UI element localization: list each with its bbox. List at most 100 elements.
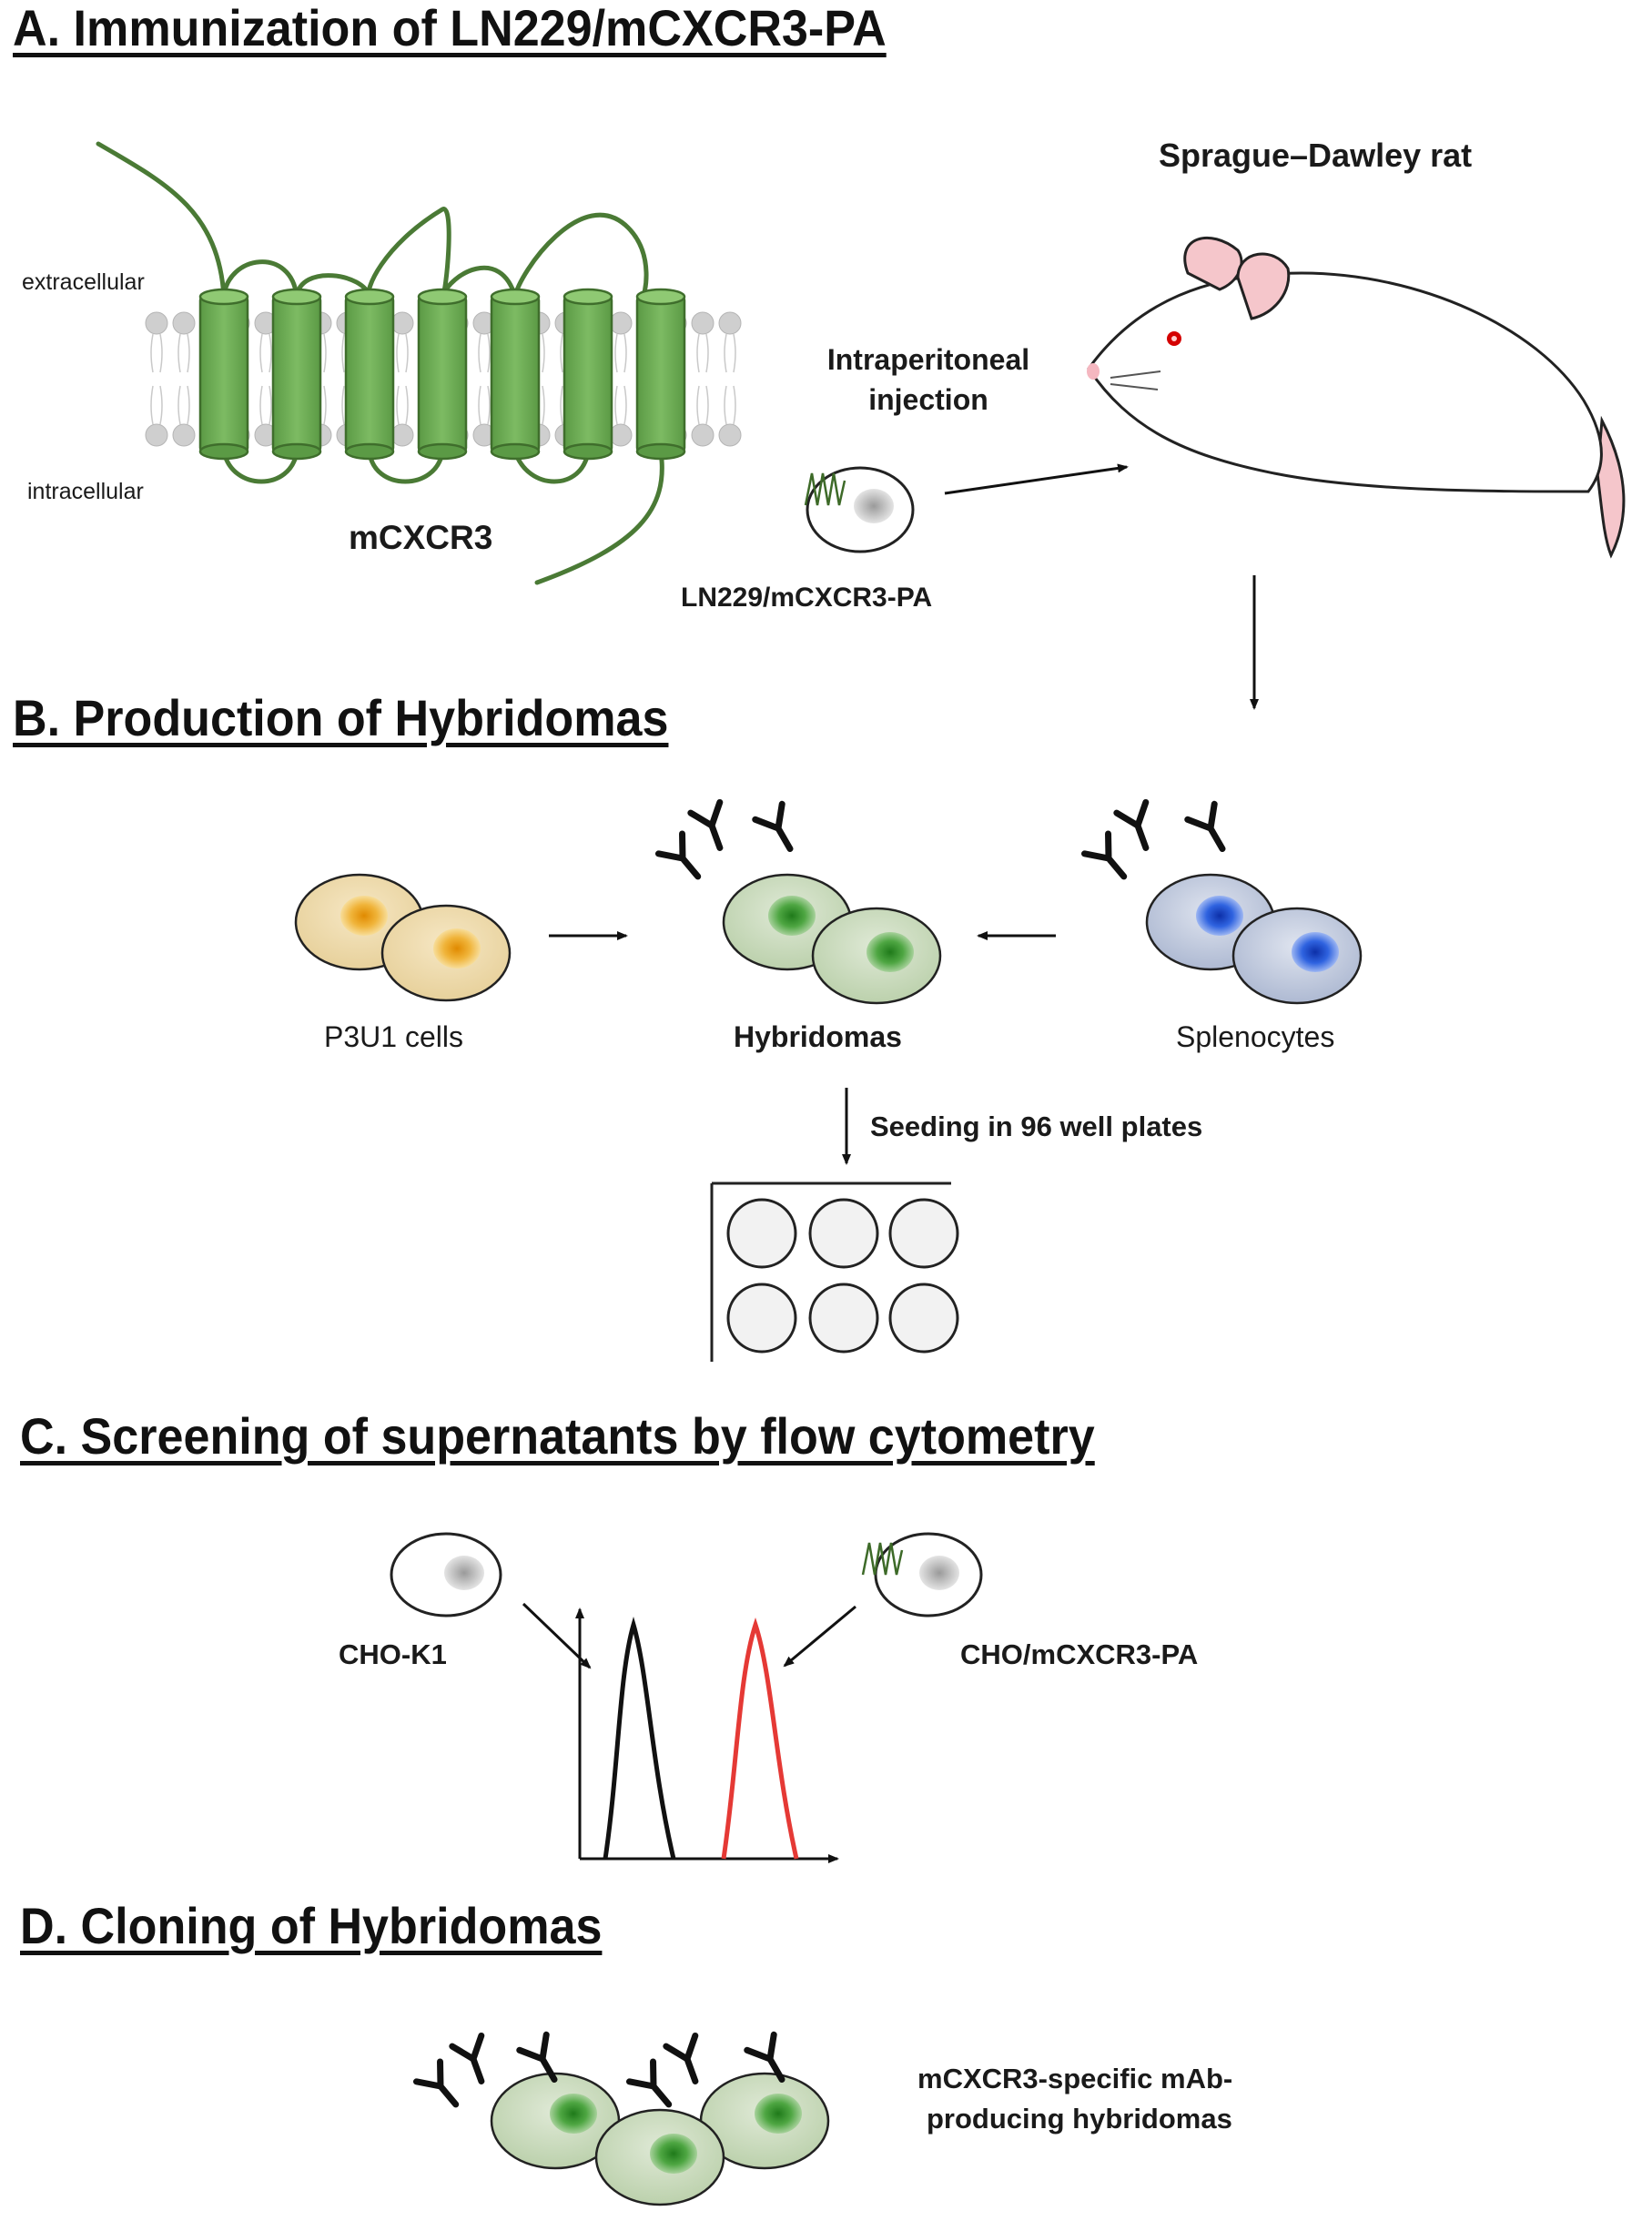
cho-k1-label: CHO-K1 <box>339 1638 447 1670</box>
antibody-icon <box>687 798 724 851</box>
antibodies <box>412 798 1226 2108</box>
helix-top <box>271 288 322 306</box>
antibody-icon <box>663 2032 699 2084</box>
helix <box>635 295 686 453</box>
splenocyte-cells-icon <box>1145 873 1363 1005</box>
helix-bottom <box>562 442 613 461</box>
wells <box>726 1198 959 1354</box>
helix <box>562 295 613 453</box>
animal-label: Sprague–Dawley rat <box>1159 137 1473 174</box>
helix <box>344 295 395 453</box>
p3u1-label: P3U1 cells <box>324 1020 463 1053</box>
lipid-tail <box>478 385 491 425</box>
antibody-icon <box>744 2031 785 2084</box>
antibody-icon <box>516 2031 558 2084</box>
lipid-tail <box>696 385 709 425</box>
injection-arrow <box>944 463 1129 495</box>
antibody-icon <box>625 2058 673 2108</box>
cho-mcxcr3-cell-icon <box>861 1532 983 1618</box>
positive-peak <box>721 1617 799 1860</box>
helix <box>271 295 322 453</box>
seeding-label: Seeding in 96 well plates <box>870 1110 1203 1142</box>
splenocytes-label: Splenocytes <box>1176 1020 1335 1053</box>
well <box>808 1283 879 1354</box>
route-label-2: injection <box>868 383 988 416</box>
helix-top <box>562 288 613 306</box>
lipid-tail <box>724 385 736 425</box>
helix-bottom <box>271 442 322 461</box>
well <box>888 1198 959 1269</box>
lipid-head <box>691 311 715 335</box>
lipid-tail <box>150 333 163 373</box>
heading-a: A. Immunization of LN229/mCXCR3-PA <box>13 0 887 56</box>
lipid-tail <box>177 385 190 425</box>
route-label-1: Intraperitoneal <box>826 343 1030 376</box>
lipid-head <box>172 423 196 447</box>
intracellular-label: intracellular <box>27 479 144 504</box>
helix <box>198 295 249 453</box>
heading-b: B. Production of Hybridomas <box>13 689 669 746</box>
heading-d: D. Cloning of Hybridomas <box>20 1897 603 1954</box>
antibody-icon <box>412 2058 460 2108</box>
helix-top <box>635 288 686 306</box>
helix-top <box>417 288 468 306</box>
helix-bottom <box>635 442 686 461</box>
lipid-head <box>390 311 414 335</box>
lipid-tail <box>259 385 272 425</box>
hybridoma-cells-icon <box>722 873 942 1005</box>
helix-bottom <box>198 442 249 461</box>
p3u1-cells-icon <box>294 873 512 1002</box>
helix-bottom <box>490 442 541 461</box>
helix-top <box>490 288 541 306</box>
well <box>726 1198 797 1269</box>
histogram-icon <box>575 1607 839 1863</box>
lipid-tail <box>177 333 190 373</box>
well <box>888 1283 959 1354</box>
cloned-hybridomas-icon <box>490 2072 830 2206</box>
lipid-tail <box>396 333 409 373</box>
lipid-tail <box>150 385 163 425</box>
lipid-tail <box>696 333 709 373</box>
lipid-head <box>609 423 633 447</box>
receptor-label: mCXCR3 <box>349 519 493 556</box>
heading-c: C. Screening of supernatants by flow cyt… <box>20 1407 1095 1465</box>
cho-k1-cell-icon <box>390 1532 502 1618</box>
well <box>808 1198 879 1269</box>
helix-bottom <box>344 442 395 461</box>
antibody-icon <box>1184 800 1226 853</box>
lipid-head <box>691 423 715 447</box>
helix-bottom <box>417 442 468 461</box>
lipid-tail <box>614 385 627 425</box>
helix <box>417 295 468 453</box>
lipid-head <box>172 311 196 335</box>
result-label-1: mCXCR3-specific mAb- <box>917 2063 1233 2094</box>
helix-top <box>344 288 395 306</box>
well-plate-icon <box>710 1181 951 1362</box>
well <box>726 1283 797 1354</box>
cho-mcxcr3-arrow <box>783 1605 856 1668</box>
lipid-head <box>145 311 168 335</box>
ln229-label: LN229/mCXCR3-PA <box>681 583 933 613</box>
antibody-icon <box>449 2032 485 2084</box>
antibody-icon <box>1113 798 1150 851</box>
lipid-tail <box>614 333 627 373</box>
antibody-icon <box>1080 830 1128 880</box>
helix <box>490 295 541 453</box>
lipid-tail <box>724 333 736 373</box>
transmembrane-helices <box>198 288 686 461</box>
lipid-tail <box>396 385 409 425</box>
cho-mcxcr3-label: CHO/mCXCR3-PA <box>960 1638 1199 1670</box>
lipid-head <box>609 311 633 335</box>
ln229-cell-icon <box>804 466 915 553</box>
extracellular-label: extracellular <box>22 269 145 295</box>
rat-icon <box>1087 236 1626 559</box>
lipid-head <box>145 423 168 447</box>
hybridomas-label: Hybridomas <box>734 1020 902 1053</box>
negative-peak <box>603 1617 676 1860</box>
antibody-icon <box>752 800 794 853</box>
lipid-tail <box>259 333 272 373</box>
result-label-2: producing hybridomas <box>927 2103 1232 2135</box>
lipid-head <box>718 311 742 335</box>
lipid-tail <box>478 333 491 373</box>
